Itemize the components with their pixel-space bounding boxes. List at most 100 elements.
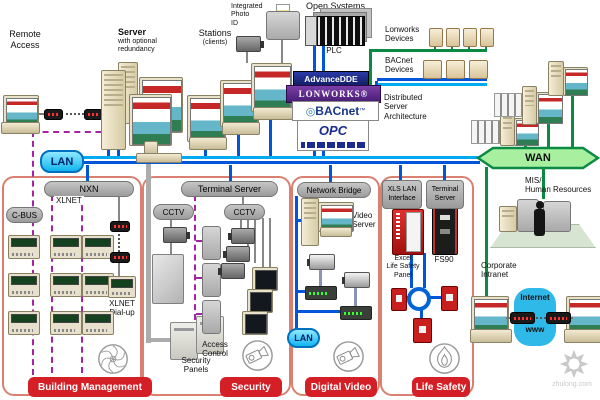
intranet-pc-modem-wire <box>506 317 512 319</box>
cctv2-monitor-wire1 <box>262 218 264 268</box>
cctv2-monitor-wire2 <box>269 218 271 290</box>
video-server-tower <box>301 198 319 246</box>
lonworks-device-2 <box>446 28 460 47</box>
bm-controller-r2c2 <box>50 273 82 297</box>
video-encoder-2 <box>340 306 372 320</box>
station3-lan-drop <box>269 119 272 156</box>
dsa1-server-tower <box>500 113 515 146</box>
station-1-base <box>189 137 227 150</box>
photo-id-label: Integrated Photo ID <box>231 3 263 27</box>
dsa2-io-panels <box>494 93 525 117</box>
station1-lan-drop <box>204 150 207 156</box>
ptz-camera-2 <box>342 272 370 288</box>
cctv1-camera-wire <box>170 218 172 227</box>
server-monitor-front <box>129 94 172 146</box>
fan-icon <box>98 344 128 374</box>
security-camera-left <box>163 227 190 243</box>
internet-dashed-wire <box>533 317 546 319</box>
lonworks-devices-label: Lonworks Devices <box>385 25 420 44</box>
remote-modem-1 <box>44 109 63 120</box>
server-lan-drop2 <box>117 146 120 156</box>
bacnet-devices-label: BACnet Devices <box>385 56 414 75</box>
ls-ring-up1 <box>410 253 413 288</box>
internet-label: Internet <box>520 293 550 302</box>
network-bridge-lan-drop <box>329 165 332 183</box>
digital-video-badge: Digital Video <box>305 377 377 397</box>
building-management-badge: Building Management <box>28 377 152 397</box>
access-control-label: Access Control <box>202 340 228 359</box>
station-2-base <box>222 122 260 135</box>
nxn-dialup-wire <box>118 195 120 221</box>
remote-pc-base <box>1 122 40 134</box>
bm-controller-r3c3 <box>82 311 114 335</box>
server-sublabel: with optional redundancy <box>118 38 157 54</box>
ls-terminal-lan-drop <box>443 165 446 181</box>
mis-cabinet <box>543 201 571 232</box>
internet-modem-1 <box>510 312 535 324</box>
bm-dialup-modem-2 <box>110 252 130 263</box>
dv-cam1-branch <box>298 290 307 293</box>
security-camera-icon <box>242 340 273 371</box>
bacnet-logo: ◎ BACnet ™ <box>292 101 379 121</box>
bacnet-logo-icon: ◎ <box>305 105 316 118</box>
fire-callpoint-bottom <box>413 318 432 343</box>
intranet-pc-base <box>470 329 512 343</box>
photoid-printer-wire <box>281 38 283 63</box>
ls-ring-hub <box>407 287 431 311</box>
station-3-monitor <box>251 63 292 112</box>
cctv-camera-2 <box>223 246 250 262</box>
bm-dialup-modem-1 <box>110 221 130 232</box>
server-tower-1 <box>101 70 126 150</box>
server-label: Server <box>118 27 147 37</box>
stations-label: Stations <box>198 28 232 38</box>
intranet-pc-monitor <box>471 296 509 334</box>
dv-lan-pill: LAN <box>287 328 320 348</box>
internet-pc-base <box>564 329 600 343</box>
excel-life-safety-panel <box>392 209 424 255</box>
server-keyboard <box>136 153 182 163</box>
xlnet-dialup-label: XLNET Dial-up <box>109 299 135 318</box>
fs90-panel <box>432 207 458 255</box>
access-reader-1 <box>202 226 221 260</box>
security-panels-label: Security Panels <box>181 356 211 375</box>
bacnet-bus-blue <box>377 78 487 81</box>
lonworks-dev-stub2 <box>451 45 453 50</box>
lonworks-dev-stub3 <box>468 45 470 50</box>
cctv-monitor-3 <box>242 311 268 335</box>
server-lan-drop <box>107 148 110 156</box>
corporate-intranet-label: Corporate Intranet <box>481 261 517 280</box>
lan-pill: LAN <box>40 150 84 173</box>
stations-sublabel: (clients) <box>202 39 228 46</box>
access-reader-2 <box>202 263 221 297</box>
open-systems-label: Open Systems <box>306 1 366 11</box>
lonworks-bus-drop <box>369 51 372 91</box>
bm-controller-r1c2 <box>50 235 82 259</box>
video-encoder-1 <box>305 286 337 300</box>
camera-panel-wire <box>170 241 172 254</box>
bm-controller-r3c1 <box>8 311 40 335</box>
station2-lan-drop <box>237 134 240 156</box>
photoid-camera <box>236 36 264 52</box>
bacnet-tm: ™ <box>359 108 366 114</box>
station-3-base <box>253 107 293 120</box>
plc-cpu-module <box>305 16 317 46</box>
lan-backbone-line-cyan <box>60 156 480 159</box>
wan-shape <box>476 146 600 170</box>
remote-access-label: Remote Access <box>9 29 41 50</box>
badge-printer <box>266 11 300 40</box>
xlnet-label: XLNET <box>54 196 84 206</box>
lonworks-dev-stub1 <box>434 45 436 50</box>
lonworks-dev-stub4 <box>485 45 487 50</box>
lan-backbone-line-blue <box>60 161 480 164</box>
fire-callpoint-right <box>441 286 458 311</box>
dsa3-monitor <box>563 67 588 96</box>
security-panel-1 <box>170 322 198 360</box>
watermark-text: zhulong.com <box>552 381 592 388</box>
mis-label: MIS/ Human Resources <box>525 176 592 195</box>
bm-controller-r1c1 <box>8 235 40 259</box>
cctv-camera-3 <box>218 263 245 279</box>
reader2-dashed-stub <box>196 277 203 279</box>
security-badge: Security <box>220 377 282 397</box>
cctv-camera-1 <box>228 228 255 244</box>
dsa2-wan-drop <box>547 122 550 148</box>
